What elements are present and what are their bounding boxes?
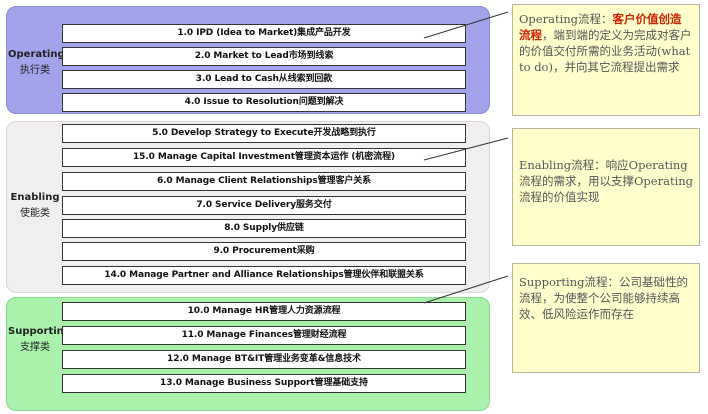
process-box: 13.0 Manage Business Support管理基础支持: [62, 374, 466, 393]
operating-label: Operating 执行类: [8, 47, 65, 79]
process-box: 4.0 Issue to Resolution问题到解决: [62, 93, 466, 112]
enabling-note-body: Enabling流程：响应Operating流程的需求，用以支撑Operatin…: [519, 158, 694, 204]
supporting-label: Supporting 支撑类: [8, 324, 71, 356]
process-box: 15.0 Manage Capital Investment管理资本运作 (机密…: [62, 148, 466, 167]
enabling-note: Enabling流程：响应Operating流程的需求，用以支撑Operatin…: [512, 128, 700, 246]
process-box: 11.0 Manage Finances管理财经流程: [62, 326, 466, 345]
process-box: 1.0 IPD (Idea to Market)集成产品开发: [62, 24, 466, 43]
process-box: 3.0 Lead to Cash从线索到回款: [62, 70, 466, 89]
supporting-note: Supporting流程：公司基础性的流程，为使整个公司能够持续高效、低风险运作…: [512, 263, 700, 373]
process-box: 6.0 Manage Client Relationships管理客户关系: [62, 172, 466, 191]
operating-label-cn: 执行类: [20, 65, 50, 76]
operating-note: Operating流程：客户价值创造流程，端到端的定义为完成对客户的价值交付所需…: [512, 4, 700, 116]
process-box: 14.0 Manage Partner and Alliance Relatio…: [62, 266, 466, 285]
process-box: 9.0 Procurement采购: [62, 242, 466, 261]
process-box: 7.0 Service Delivery服务交付: [62, 196, 466, 215]
process-box: 10.0 Manage HR管理人力资源流程: [62, 302, 466, 321]
operating-label-en: Operating: [8, 49, 65, 60]
process-box: 12.0 Manage BT&IT管理业务变革&信息技术: [62, 350, 466, 369]
operating-note-highlight: 客户价值创造流程: [519, 12, 682, 42]
enabling-label-cn: 使能类: [20, 208, 50, 219]
supporting-label-cn: 支撑类: [20, 342, 50, 353]
enabling-label: Enabling 使能类: [8, 190, 62, 222]
supporting-note-body: Supporting流程：公司基础性的流程，为使整个公司能够持续高效、低风险运作…: [519, 275, 688, 321]
process-box: 8.0 Supply供应链: [62, 219, 466, 238]
process-box: 5.0 Develop Strategy to Execute开发战略到执行: [62, 124, 466, 143]
supporting-label-en: Supporting: [8, 326, 71, 337]
operating-note-body: ，端到端的定义为完成对客户的价值交付所需的业务活动(what to do)，并向…: [519, 28, 692, 74]
process-box: 2.0 Market to Lead市场到线索: [62, 47, 466, 66]
enabling-label-en: Enabling: [10, 192, 60, 203]
operating-note-lead: Operating流程：: [519, 12, 613, 26]
